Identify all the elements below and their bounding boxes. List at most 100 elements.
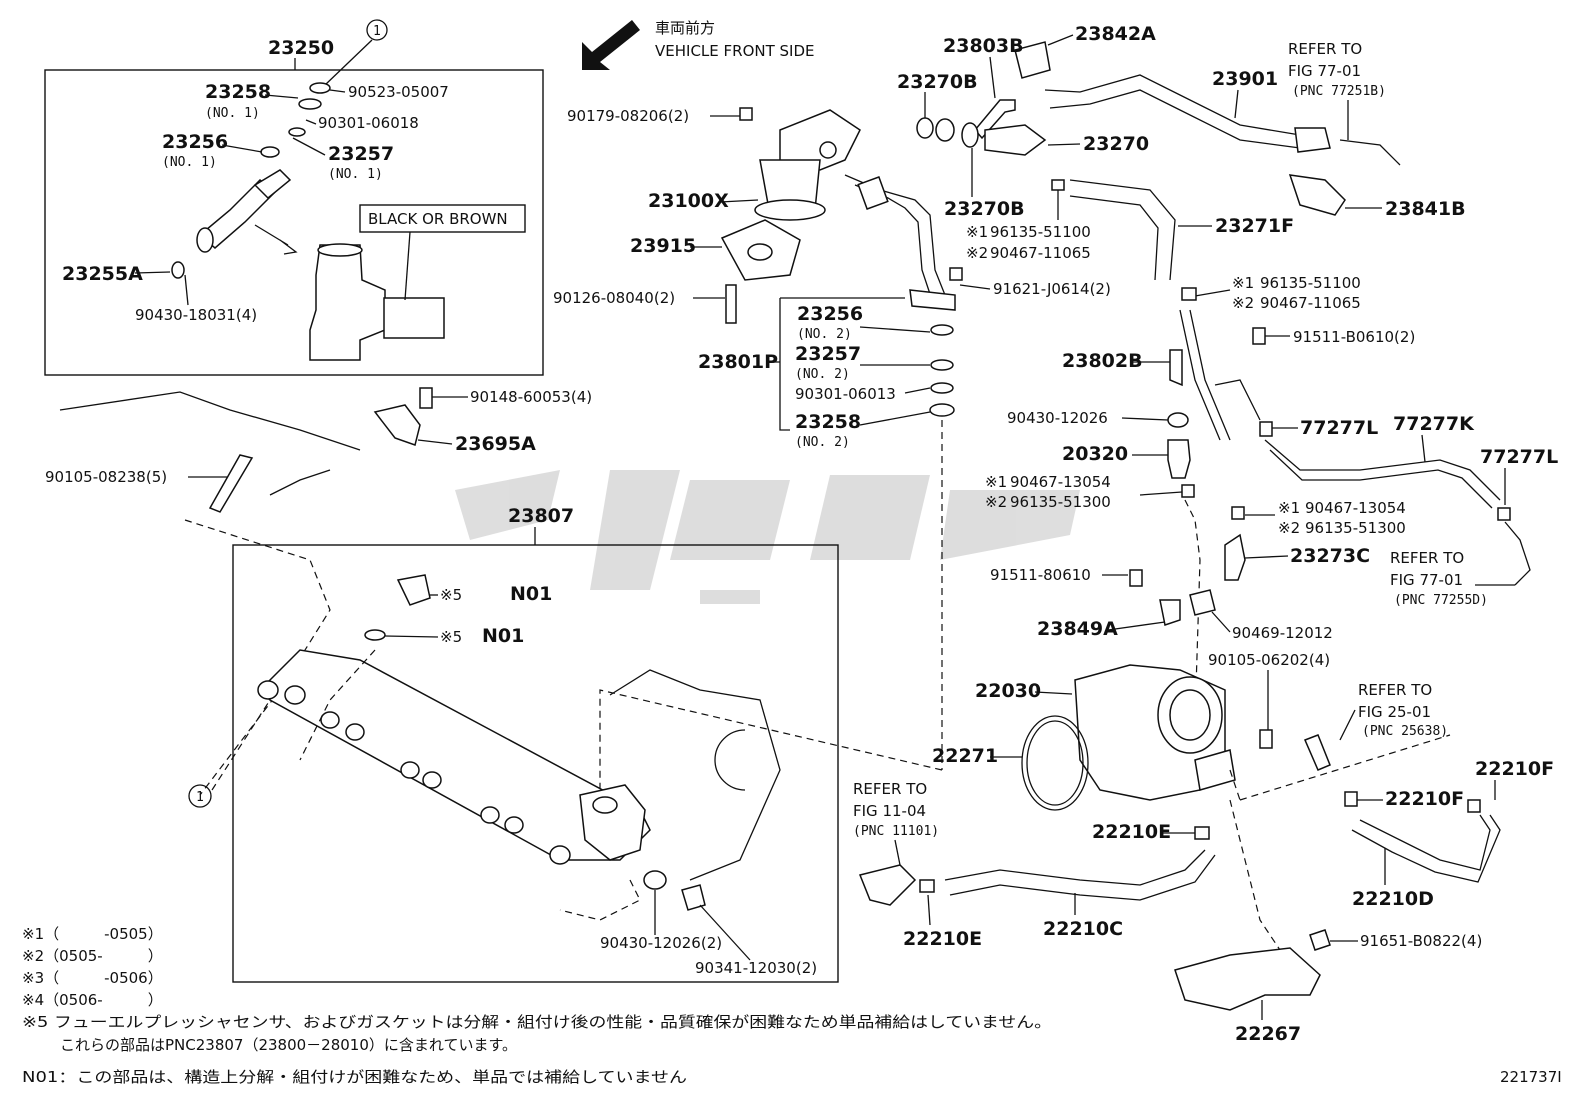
svg-text:22271: 22271 (932, 745, 998, 767)
hose-77277k (1264, 439, 1501, 501)
black-or-brown-box (359, 204, 526, 233)
bolt-90105 (208, 454, 254, 513)
svg-text:23256: 23256 (162, 131, 228, 153)
gasket-90430 (643, 870, 667, 890)
svg-text:(NO. 1): (NO. 1) (328, 167, 383, 182)
hose-end (935, 118, 955, 142)
svg-text:※1: ※1 (985, 473, 1007, 491)
svg-text:23915: 23915 (630, 235, 696, 257)
stud-bolt (725, 284, 737, 324)
svg-text:23841B: 23841B (1385, 198, 1466, 220)
svg-text:23258: 23258 (205, 81, 271, 103)
svg-text:REFER TO: REFER TO (853, 780, 927, 798)
svg-text:(NO. 1): (NO. 1) (205, 106, 260, 121)
note-1: ※1（ -0505） (22, 925, 163, 943)
svg-text:23270: 23270 (1083, 133, 1149, 155)
svg-text:22210F: 22210F (1475, 758, 1554, 780)
svg-text:※2: ※2 (1278, 519, 1300, 537)
engine-port-outline (609, 669, 781, 881)
svg-text:23258: 23258 (795, 411, 861, 433)
svg-text:23901: 23901 (1212, 68, 1278, 90)
svg-text:90301-06018: 90301-06018 (318, 114, 419, 132)
svg-text:90467-11065: 90467-11065 (1260, 294, 1361, 312)
bolt-90148 (419, 387, 433, 409)
svg-text:77277L: 77277L (1480, 446, 1558, 468)
gasket-23270b-top (916, 117, 934, 139)
direction-en: VEHICLE FRONT SIDE (655, 42, 815, 60)
svg-text:1: 1 (196, 790, 204, 805)
hose-23273c (1224, 533, 1246, 581)
hose-23803b (974, 99, 1016, 140)
svg-text:23802B: 23802B (1062, 350, 1143, 372)
svg-text:96135-51300: 96135-51300 (1305, 519, 1406, 537)
svg-text:23842A: 23842A (1075, 23, 1156, 45)
svg-text:(NO. 2): (NO. 2) (795, 435, 850, 450)
bolt-91651 (1309, 929, 1331, 951)
svg-text:※2: ※2 (985, 493, 1007, 511)
svg-text:91621-J0614(2): 91621-J0614(2) (993, 280, 1111, 298)
svg-text:(NO. 2): (NO. 2) (797, 327, 852, 342)
hose-23271f (1069, 179, 1176, 281)
svg-text:(PNC 11101): (PNC 11101) (853, 824, 939, 839)
svg-text:90467-13054: 90467-13054 (1010, 473, 1111, 491)
svg-text:22210E: 22210E (1092, 821, 1171, 843)
svg-text:23257: 23257 (328, 143, 394, 165)
sensor-gasket (364, 629, 386, 641)
note-6: N01：この部品は、構造上分解・組付けが困難なため、単品では補給していません (22, 1068, 687, 1086)
svg-text:1: 1 (373, 24, 381, 39)
svg-text:90105-08238(5): 90105-08238(5) (45, 468, 167, 486)
pipe-23801p (844, 174, 946, 296)
svg-text:※5: ※5 (440, 628, 462, 646)
svg-text:(PNC 25638): (PNC 25638) (1362, 724, 1448, 739)
svg-text:23801P: 23801P (698, 351, 778, 373)
svg-text:※5: ※5 (440, 586, 462, 604)
svg-text:※2: ※2 (1232, 294, 1254, 312)
svg-text:77277L: 77277L (1300, 417, 1378, 439)
svg-text:FIG 77-01: FIG 77-01 (1390, 571, 1463, 589)
pipe-23802b (1179, 309, 1231, 441)
svg-text:23271F: 23271F (1215, 215, 1294, 237)
clamp-23841b (1288, 174, 1346, 216)
regulator-23270 (984, 124, 1047, 156)
hose-22210c (944, 849, 1206, 886)
fuel-pump-drawing (720, 107, 861, 281)
figure-id: 221737I (1500, 1068, 1562, 1086)
vehicle-front-arrow-icon (582, 20, 640, 70)
direction-jp: 車両前方 (655, 19, 715, 37)
note-3: ※3（ -0506） (22, 969, 163, 987)
svg-text:90341-12030(2): 90341-12030(2) (695, 959, 817, 977)
svg-text:90179-08206(2): 90179-08206(2) (567, 107, 689, 125)
svg-text:(PNC 77251B): (PNC 77251B) (1292, 84, 1386, 99)
svg-text:N01: N01 (510, 583, 552, 605)
svg-text:(NO. 1): (NO. 1) (162, 155, 217, 170)
svg-text:96135-51100: 96135-51100 (990, 223, 1091, 241)
svg-text:※1: ※1 (966, 223, 988, 241)
svg-text:90105-06202(4): 90105-06202(4) (1208, 651, 1330, 669)
svg-text:23270B: 23270B (944, 198, 1025, 220)
svg-text:22210C: 22210C (1043, 918, 1123, 940)
bracket-22267 (1174, 947, 1321, 1011)
svg-text:N01: N01 (482, 625, 524, 647)
svg-text:23803B: 23803B (943, 35, 1024, 57)
engine-outline (59, 391, 361, 451)
watermark-logo (455, 470, 1080, 604)
hose-elbow (858, 864, 917, 906)
svg-text:※1: ※1 (1278, 499, 1300, 517)
fuel-rail-drawing (257, 649, 651, 865)
bracket-23695a (373, 404, 421, 446)
svg-text:(PNC 77255D): (PNC 77255D) (1394, 593, 1488, 608)
svg-text:23807: 23807 (508, 505, 574, 527)
svg-text:22267: 22267 (1235, 1023, 1301, 1045)
hose-23901 (1044, 74, 1301, 136)
plug-90341 (681, 884, 706, 911)
svg-text:(NO. 2): (NO. 2) (795, 367, 850, 382)
svg-text:20320: 20320 (1062, 443, 1128, 465)
svg-text:FIG 77-01: FIG 77-01 (1288, 62, 1361, 80)
svg-text:22030: 22030 (975, 680, 1041, 702)
svg-text:90301-06013: 90301-06013 (795, 385, 896, 403)
callout-circle-bottom (188, 784, 212, 808)
injector-kit-box (44, 69, 544, 376)
svg-text:※1: ※1 (1232, 274, 1254, 292)
note-5b: これらの部品はPNC23807（23800－28010）に含まれています。 (60, 1036, 517, 1054)
svg-text:23273C: 23273C (1290, 545, 1370, 567)
